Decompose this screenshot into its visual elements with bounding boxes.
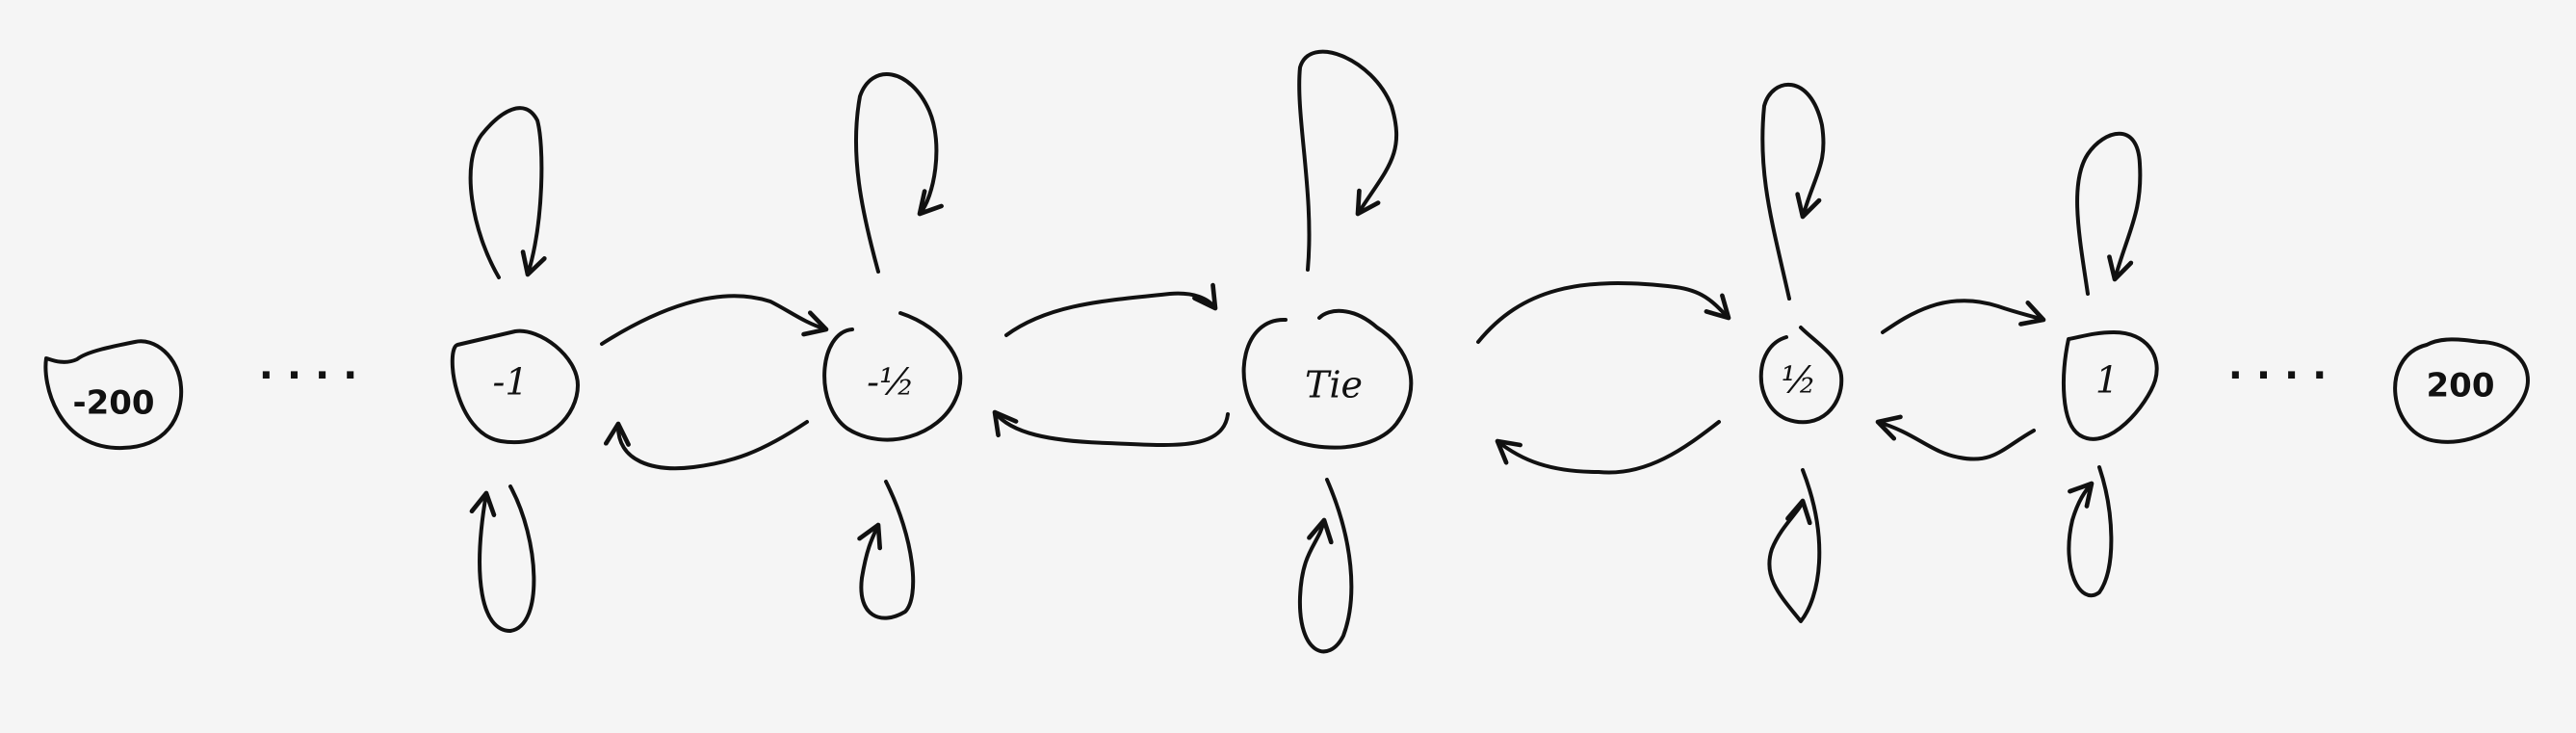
node-label: Tie	[1305, 364, 1363, 406]
node-left-end: -200	[43, 339, 184, 451]
node-label: 1	[2095, 359, 2119, 402]
self-loop-bottom	[1767, 468, 1822, 623]
self-loop-top	[2075, 131, 2143, 296]
self-loop-bottom	[2067, 465, 2114, 598]
self-loop-top	[1760, 83, 1826, 301]
edge-minushalf-to-minus1	[603, 420, 809, 471]
node-label: -1	[492, 361, 528, 404]
self-loop-top	[1297, 49, 1399, 272]
self-loop-bottom	[857, 480, 916, 620]
node-plus-half: ½	[1758, 326, 1844, 425]
node-label: ½	[1782, 359, 1817, 402]
node-label: -½	[867, 361, 915, 404]
edge-tie-to-minushalf	[992, 409, 1230, 447]
edge-minushalf-to-tie	[1004, 282, 1218, 337]
node-plus-1: 1	[2062, 330, 2159, 441]
node-minus-1: -1	[450, 328, 580, 445]
node-minus-half: -½	[822, 311, 963, 442]
edge-minus1-to-minushalf	[600, 294, 829, 346]
edge-tie-to-plushalf	[1476, 281, 1731, 344]
node-tie: Tie	[1241, 308, 1414, 450]
node-right-end: 200	[2393, 337, 2530, 444]
node-label: -200	[72, 384, 154, 423]
self-loop-top	[468, 106, 547, 279]
edge-plushalf-to-plus1	[1881, 299, 2046, 334]
self-loop-top	[853, 72, 944, 274]
ellipsis-right: · · · ·	[2228, 353, 2328, 398]
self-loop-bottom	[469, 484, 536, 633]
edge-plus1-to-plushalf	[1875, 414, 2036, 461]
self-loop-bottom	[1297, 478, 1354, 654]
ellipsis-left: · · · ·	[259, 353, 358, 398]
edge-plushalf-to-tie	[1495, 420, 1721, 475]
node-label: 200	[2427, 367, 2495, 406]
